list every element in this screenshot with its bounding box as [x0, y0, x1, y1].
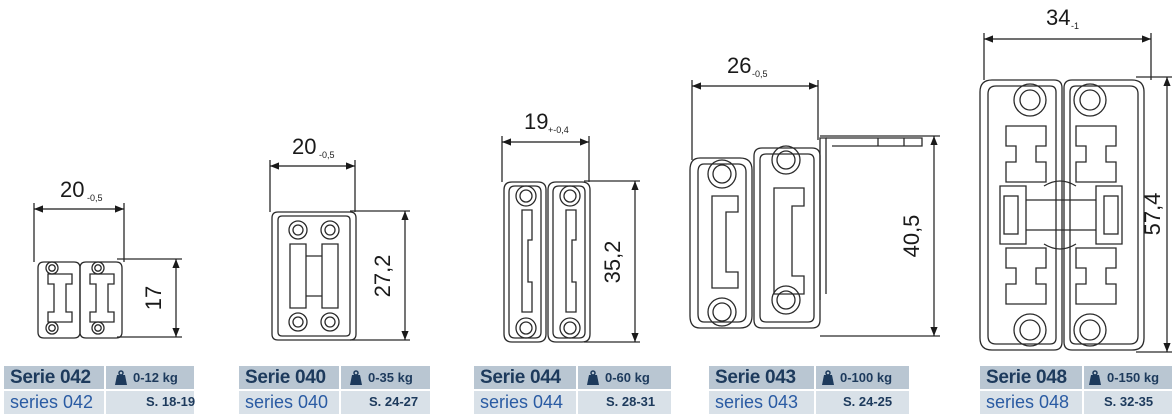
profile-serie-040 [269, 160, 410, 341]
load-range: 0-150 kg [1107, 370, 1160, 385]
height-value-042: 17 [141, 286, 166, 310]
label-serie-040: Serie 040 series 040 0-35 kg S. 24-27 [239, 366, 430, 414]
serie-title: Serie 042 [10, 367, 91, 388]
serie-title: Serie 048 [986, 367, 1067, 388]
catalog-pages: S. 24-25 [843, 394, 893, 409]
load-range: 0-100 kg [840, 370, 893, 385]
series-subtitle: series 040 [245, 392, 329, 412]
width-value-048: 34 [1046, 5, 1070, 30]
load-range: 0-35 kg [368, 370, 413, 385]
width-value-043: 26 [727, 53, 751, 78]
width-tolerance-048: -1 [1071, 21, 1079, 31]
profile-serie-042 [33, 203, 182, 339]
serie-title: Serie 043 [715, 367, 796, 388]
width-tolerance-044: +-0,4 [548, 125, 569, 135]
height-value-044: 35,2 [600, 241, 625, 284]
serie-title: Serie 044 [480, 367, 561, 388]
series-subtitle: series 042 [10, 392, 94, 412]
series-subtitle: series 044 [480, 392, 564, 412]
label-serie-044: Serie 044 series 044 0-60 kg S. 28-31 [474, 366, 671, 414]
label-serie-042: Serie 042 series 042 0-12 kg S. 18-19 [4, 366, 196, 414]
width-tolerance-043: -0,5 [752, 69, 768, 79]
series-subtitle: series 048 [986, 392, 1070, 412]
load-range: 0-12 kg [133, 370, 178, 385]
weight-icon [350, 370, 362, 385]
profile-serie-048 [979, 33, 1172, 353]
weight-icon [115, 370, 127, 385]
width-value-044: 19 [524, 109, 548, 134]
width-value-040: 20 [292, 134, 316, 159]
serie-title: Serie 040 [245, 367, 326, 388]
load-range: 0-60 kg [605, 370, 650, 385]
catalog-pages: S. 32-35 [1104, 394, 1154, 409]
weight-icon [1089, 370, 1101, 385]
height-value-048: 57,4 [1140, 193, 1165, 236]
catalog-pages: S. 28-31 [606, 394, 656, 409]
height-value-043: 40,5 [899, 215, 924, 258]
weight-icon [587, 370, 599, 385]
width-tolerance-040: -0,5 [319, 150, 335, 160]
profile-serie-044 [501, 136, 640, 343]
label-serie-048: Serie 048 series 048 0-150 kg S. 32-35 [980, 366, 1172, 414]
catalog-pages: S. 18-19 [146, 394, 196, 409]
width-tolerance-042: -0,5 [87, 193, 103, 203]
profile-serie-043 [689, 80, 940, 337]
series-subtitle: series 043 [715, 392, 799, 412]
catalog-pages: S. 24-27 [369, 394, 419, 409]
height-value-040: 27,2 [370, 255, 395, 298]
weight-icon [822, 370, 834, 385]
label-serie-043: Serie 043 series 043 0-100 kg S. 24-25 [709, 366, 909, 414]
width-value-042: 20 [60, 177, 84, 202]
